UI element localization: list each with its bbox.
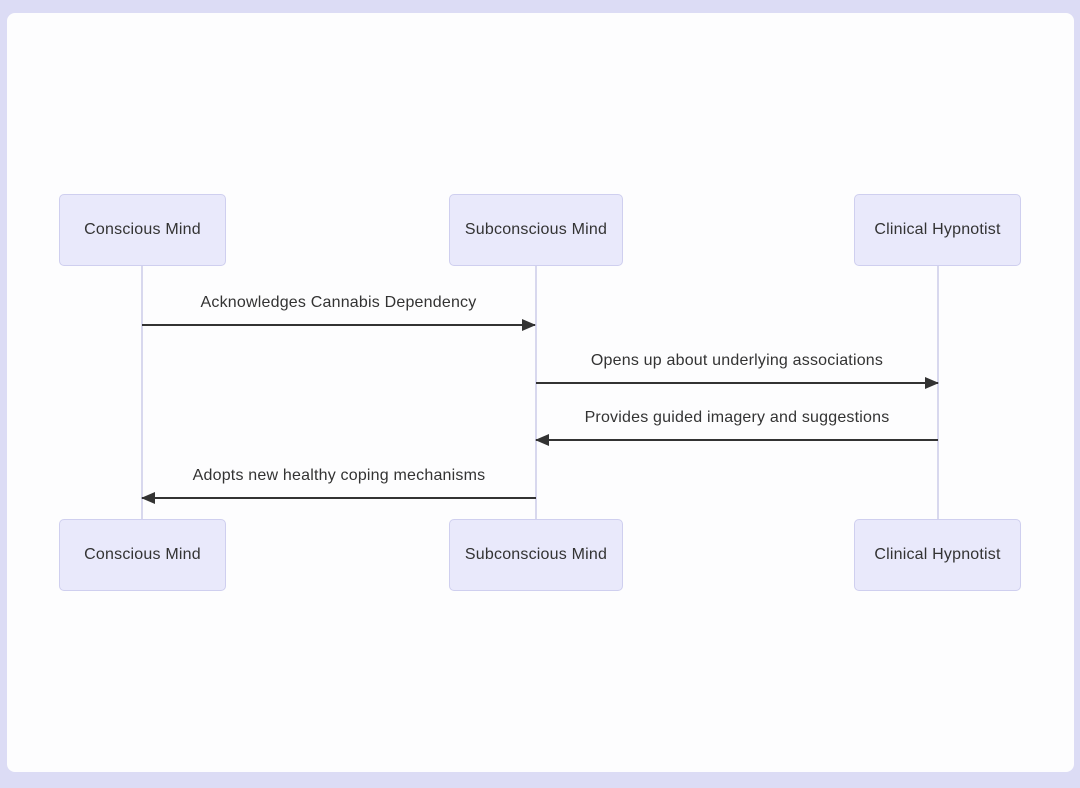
actor-label: Subconscious Mind (464, 546, 608, 563)
lifeline-clinical-hypnotist (937, 266, 939, 519)
actor-label: Conscious Mind (84, 546, 201, 563)
message-acknowledges-dependency: Acknowledges Cannabis Dependency (142, 288, 536, 331)
lifeline-conscious-mind (141, 266, 143, 519)
actor-label: Clinical Hypnotist (874, 221, 1001, 238)
message-line (536, 377, 939, 389)
actor-label: Conscious Mind (84, 221, 201, 238)
arrowhead-left-icon (141, 492, 155, 504)
lifeline-subconscious-mind (535, 266, 537, 519)
message-opens-up-associations: Opens up about underlying associations (536, 346, 939, 389)
diagram-canvas (7, 13, 1074, 772)
message-line (535, 434, 938, 446)
message-provides-guided-imagery: Provides guided imagery and suggestions (535, 403, 938, 446)
actor-bottom-conscious-mind: Conscious Mind (59, 519, 226, 591)
message-label: Acknowledges Cannabis Dependency (200, 294, 477, 311)
actor-label: Clinical Hypnotist (874, 546, 1001, 563)
message-label: Provides guided imagery and suggestions (584, 409, 890, 426)
arrowhead-left-icon (535, 434, 549, 446)
actor-bottom-subconscious-mind: Subconscious Mind (449, 519, 623, 591)
arrowhead-right-icon (522, 319, 536, 331)
message-adopts-coping-mechanisms: Adopts new healthy coping mechanisms (141, 461, 536, 504)
message-label: Adopts new healthy coping mechanisms (192, 467, 486, 484)
message-line (142, 319, 536, 331)
actor-top-conscious-mind: Conscious Mind (59, 194, 226, 266)
arrowhead-right-icon (925, 377, 939, 389)
actor-bottom-clinical-hypnotist: Clinical Hypnotist (854, 519, 1021, 591)
message-label: Opens up about underlying associations (590, 352, 884, 369)
actor-top-clinical-hypnotist: Clinical Hypnotist (854, 194, 1021, 266)
message-line (141, 492, 536, 504)
actor-label: Subconscious Mind (464, 221, 608, 238)
actor-top-subconscious-mind: Subconscious Mind (449, 194, 623, 266)
